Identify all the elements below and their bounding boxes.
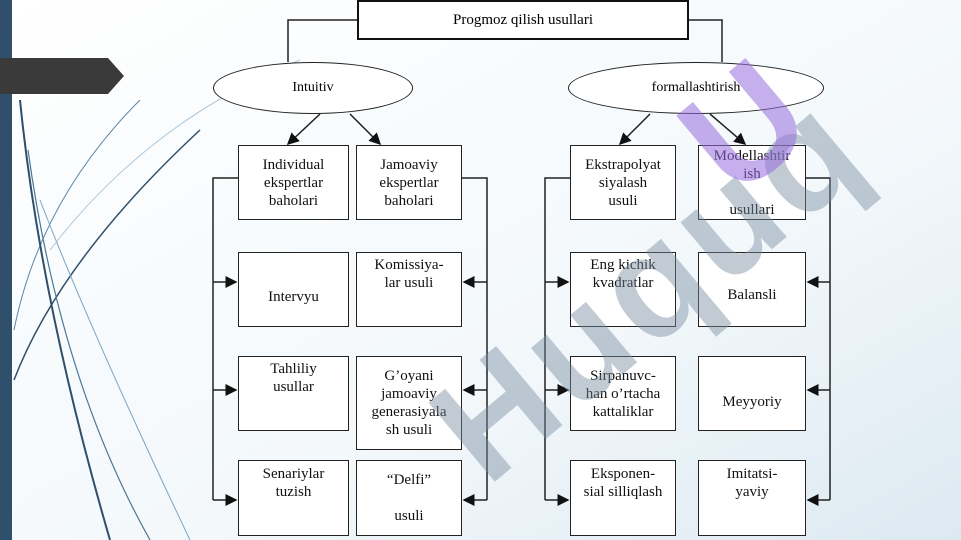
method-box: Balansli (698, 252, 806, 327)
method-box: Jamoaviy ekspertlar baholari (356, 145, 462, 220)
branch-label: Intuitiv (292, 80, 334, 95)
branch-label: formallashtirish (651, 80, 741, 95)
method-box: Ekstrapolyat siyalash usuli (570, 145, 676, 220)
root-node: Progmoz qilish usullari (357, 0, 689, 40)
method-box: Individual ekspertlar baholari (238, 145, 349, 220)
method-box: G’oyani jamoaviy generasiyala sh usuli (356, 356, 462, 450)
method-box: Imitatsi- yaviy (698, 460, 806, 536)
title-arrow-shape (0, 58, 124, 94)
method-box: Eng kichik kvadratlar (570, 252, 676, 327)
method-box: Modellashtir ish usullari (698, 145, 806, 220)
root-label: Progmoz qilish usullari (453, 11, 593, 28)
branch-ellipse-intuitiv: Intuitiv (213, 62, 413, 114)
method-box: Komissiya- lar usuli (356, 252, 462, 327)
method-box: “Delfi” usuli (356, 460, 462, 536)
method-box: Sirpanuvc- han o’rtacha kattaliklar (570, 356, 676, 431)
branch-ellipse-formal: formallashtirish (568, 62, 824, 114)
method-box: Senariylar tuzish (238, 460, 349, 536)
method-box: Meyyoriy (698, 356, 806, 431)
method-box: Tahliliy usullar (238, 356, 349, 431)
method-box: Intervyu (238, 252, 349, 327)
method-box: Eksponen- sial silliqlash (570, 460, 676, 536)
left-accent-bar (0, 0, 12, 540)
